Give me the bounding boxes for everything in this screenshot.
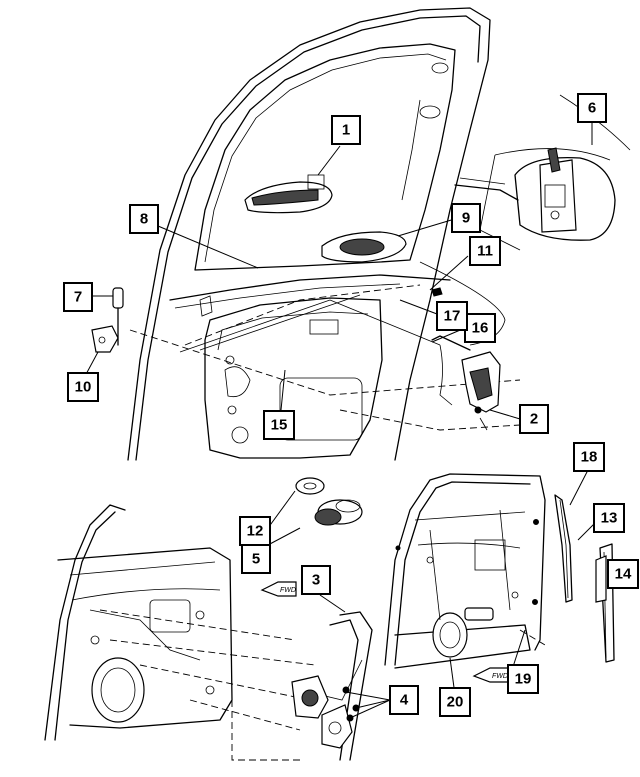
callout-9: 9	[451, 203, 481, 233]
callout-5: 5	[241, 544, 271, 574]
callout-15: 15	[263, 410, 295, 440]
svg-text:16: 16	[472, 320, 489, 337]
lower-left-door-illustration: FWD	[44, 504, 316, 761]
svg-text:3: 3	[312, 572, 320, 589]
fwd-arrow-left-label: FWD	[280, 587, 296, 594]
svg-text:13: 13	[601, 510, 618, 527]
callout-1: 1	[331, 115, 361, 145]
svg-text:11: 11	[477, 243, 493, 260]
window-regulator-illustration	[291, 611, 373, 761]
callout-4: 4	[389, 685, 419, 715]
callout-19: 19	[507, 664, 539, 694]
callout-10: 10	[67, 372, 99, 402]
callout-6: 6	[577, 93, 607, 123]
svg-text:2: 2	[530, 411, 538, 428]
svg-text:19: 19	[515, 671, 532, 688]
callout-11: 11	[469, 236, 501, 266]
callout-3: 3	[301, 565, 331, 595]
callout-16: 16	[464, 313, 496, 343]
callout-7: 7	[63, 282, 93, 312]
svg-text:10: 10	[75, 379, 92, 396]
callout-20: 20	[439, 687, 471, 717]
svg-text:9: 9	[462, 210, 470, 227]
svg-text:14: 14	[615, 566, 632, 583]
svg-text:7: 7	[74, 289, 82, 306]
svg-text:8: 8	[140, 211, 148, 228]
callout-8: 8	[129, 204, 159, 234]
outside-handle-detail	[454, 94, 631, 251]
lower-right-door-illustration: FWD	[384, 473, 615, 683]
svg-text:1: 1	[342, 122, 350, 139]
callout-12: 12	[239, 516, 271, 546]
leader-lines	[83, 122, 617, 719]
callout-14: 14	[607, 559, 639, 589]
svg-text:18: 18	[581, 449, 598, 466]
speaker-parts-illustration	[295, 477, 363, 526]
svg-text:20: 20	[447, 694, 464, 711]
svg-text:5: 5	[252, 551, 260, 568]
svg-text:17: 17	[444, 308, 461, 325]
fwd-arrow-right-label: FWD	[492, 673, 508, 680]
callout-13: 13	[593, 503, 625, 533]
svg-text:6: 6	[588, 100, 596, 117]
callout-2: 2	[519, 404, 549, 434]
main-door-illustration	[91, 7, 521, 461]
callout-17: 17	[436, 301, 468, 331]
svg-text:12: 12	[247, 523, 264, 540]
svg-text:4: 4	[400, 692, 409, 709]
svg-text:15: 15	[271, 417, 288, 434]
callout-18: 18	[573, 442, 605, 472]
